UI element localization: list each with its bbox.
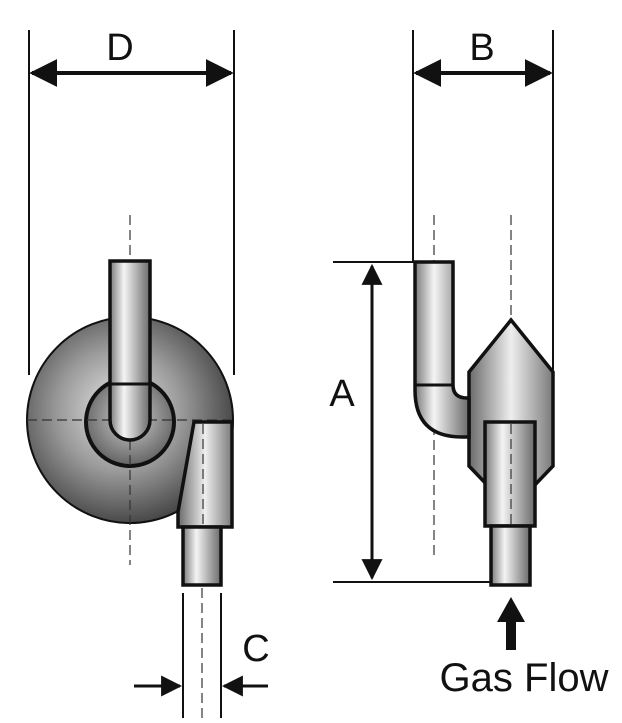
dim-b-label: B xyxy=(469,27,494,69)
dim-c-label: C xyxy=(242,628,269,670)
side-view: B A Gas Flow xyxy=(329,27,608,700)
gas-inlet-pipe-side xyxy=(489,524,532,587)
inlet-tube xyxy=(483,420,537,528)
gas-flow-label: Gas Flow xyxy=(440,656,609,700)
gas-outlet-pipe xyxy=(108,259,152,442)
dim-d-label: D xyxy=(106,27,133,69)
top-view: D C xyxy=(26,27,270,718)
dim-a-label: A xyxy=(329,373,355,415)
gas-inlet-pipe xyxy=(181,525,223,587)
gas-flow-arrow-icon xyxy=(497,597,525,650)
outlet-elbow-pipe xyxy=(413,260,471,439)
